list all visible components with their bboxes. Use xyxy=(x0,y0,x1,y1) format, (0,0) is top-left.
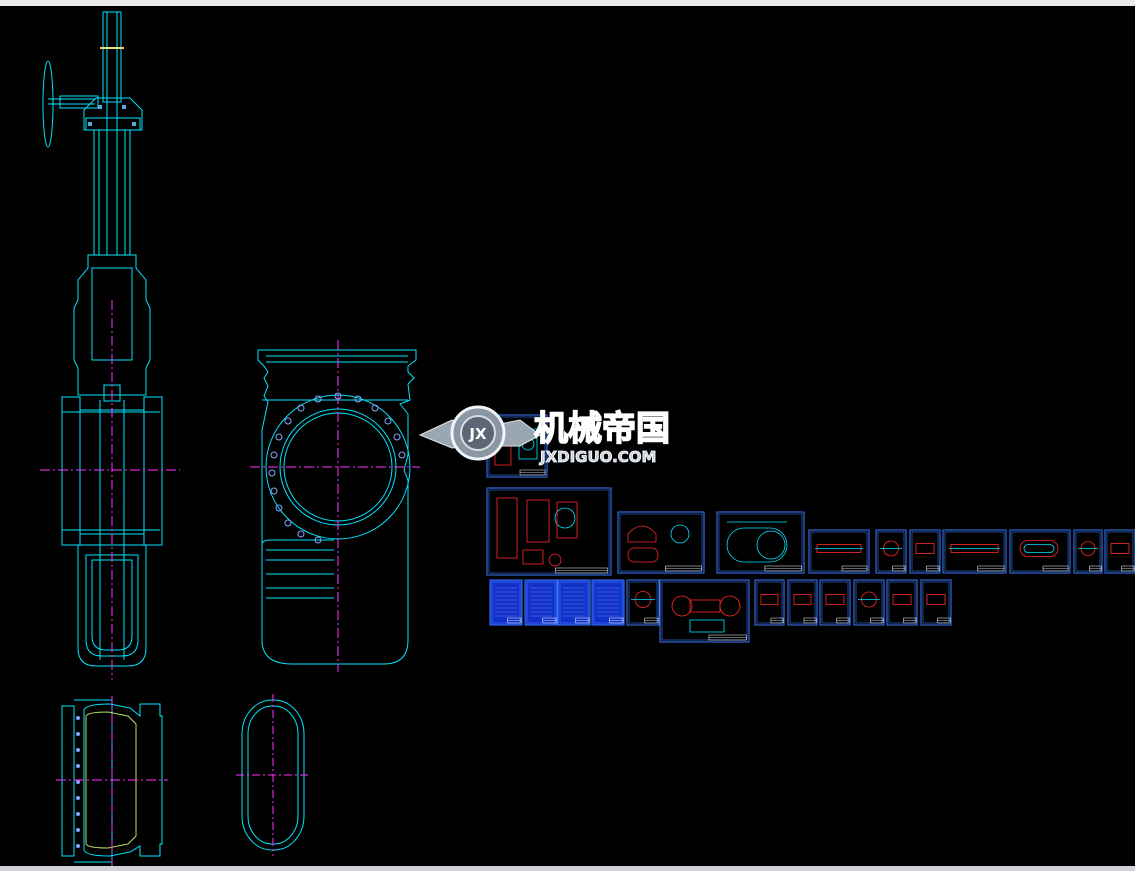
drawing-sheet-thumbnail[interactable] xyxy=(591,579,625,626)
sheet-title-block xyxy=(841,565,868,572)
sheet-title-block xyxy=(803,617,817,624)
sheet-detail-drawing xyxy=(815,544,863,553)
drawing-sheet-thumbnail[interactable] xyxy=(754,579,785,626)
sheet-detail-drawing xyxy=(949,544,1000,553)
drawing-sheet-thumbnail[interactable] xyxy=(716,511,805,574)
side-view[interactable] xyxy=(257,349,417,665)
watermark-logo-letters: JX xyxy=(468,425,487,443)
drawing-sheet-thumbnail[interactable] xyxy=(875,529,907,574)
sheet-detail-drawing xyxy=(793,594,812,605)
sheet-title-block xyxy=(665,565,702,572)
sheet-detail-drawing xyxy=(858,591,880,608)
sheet-detail-drawing xyxy=(631,591,655,608)
sheet-detail-drawing xyxy=(597,587,619,617)
status-bar-strip xyxy=(0,866,1135,871)
sheet-detail-drawing xyxy=(892,594,912,605)
sheet-title-block xyxy=(542,617,557,624)
wing-gear-icon: JX xyxy=(418,405,541,461)
drawing-sheet-thumbnail[interactable] xyxy=(626,579,660,626)
sheet-title-block xyxy=(575,617,590,624)
sheet-detail-drawing xyxy=(760,594,779,605)
drawing-sheet-thumbnail[interactable] xyxy=(524,579,558,626)
sheet-title-block xyxy=(926,565,940,572)
handwheel-icon[interactable] xyxy=(42,60,99,148)
sheet-title-block xyxy=(937,617,951,624)
sheet-title-block xyxy=(764,565,802,572)
sheet-detail-drawing xyxy=(496,497,578,567)
drawing-sheet-thumbnail[interactable] xyxy=(659,579,750,643)
sheet-title-block xyxy=(507,617,522,624)
drawing-sheet-thumbnail[interactable] xyxy=(557,579,591,626)
sheet-title-block xyxy=(1121,565,1135,572)
drawing-sheet-thumbnail[interactable] xyxy=(787,579,818,626)
sheet-detail-drawing xyxy=(726,521,788,563)
watermark-site: JXDIGUO.COM xyxy=(539,448,656,466)
drawing-sheet-thumbnail[interactable] xyxy=(920,579,952,626)
drawing-sheet-thumbnail[interactable] xyxy=(853,579,885,626)
sheet-title-block xyxy=(977,565,1005,572)
sheet-title-block xyxy=(708,634,747,641)
sheet-detail-drawing xyxy=(627,524,690,563)
sheet-title-block xyxy=(1042,565,1069,572)
drawing-sheet-thumbnail[interactable] xyxy=(1104,529,1135,574)
sheet-detail-drawing xyxy=(825,594,845,605)
sheet-title-block xyxy=(836,617,850,624)
drawing-sheet-thumbnail[interactable] xyxy=(1073,529,1103,574)
sheet-detail-drawing xyxy=(915,543,935,554)
cad-drawing[interactable]: JX 机械帝国 JXDIGUO.COM xyxy=(0,6,1135,866)
sheet-title-block xyxy=(554,567,608,574)
drawing-canvas[interactable]: JX 机械帝国 JXDIGUO.COM xyxy=(0,6,1135,866)
sheet-detail-drawing xyxy=(530,587,552,617)
sheet-title-block xyxy=(770,617,784,624)
drawing-sheet-thumbnail[interactable] xyxy=(909,529,941,574)
drawing-sheet-thumbnail[interactable] xyxy=(617,511,705,574)
sheet-detail-drawing xyxy=(671,595,741,633)
drawing-sheets-group[interactable] xyxy=(486,414,1135,643)
sheet-detail-drawing xyxy=(495,587,517,617)
watermark-title: 机械帝国 xyxy=(534,409,670,449)
sheet-title-block xyxy=(644,617,659,624)
title-bar-strip xyxy=(0,0,1135,6)
sheet-title-block xyxy=(892,565,906,572)
sheet-detail-drawing xyxy=(1078,541,1098,556)
sheet-detail-drawing xyxy=(1019,540,1059,557)
sheet-detail-drawing xyxy=(926,594,946,605)
sheet-title-block xyxy=(609,617,624,624)
watermark-logo: JX 机械帝国 JXDIGUO.COM xyxy=(418,405,671,466)
drawing-sheet-thumbnail[interactable] xyxy=(942,529,1007,574)
drawing-sheet-thumbnail[interactable] xyxy=(489,579,523,626)
drawing-sheet-thumbnail[interactable] xyxy=(1009,529,1071,574)
drawing-sheet-thumbnail[interactable] xyxy=(486,487,612,576)
drawing-sheet-thumbnail[interactable] xyxy=(886,579,918,626)
bolt-circle xyxy=(268,392,406,544)
sheet-detail-drawing xyxy=(563,587,585,617)
sheet-detail-drawing xyxy=(1110,543,1130,554)
sheet-title-block xyxy=(903,617,917,624)
front-section-view[interactable] xyxy=(42,11,163,667)
sheet-title-block xyxy=(519,469,546,476)
drawing-sheet-thumbnail[interactable] xyxy=(819,579,851,626)
drawing-sheet-thumbnail[interactable] xyxy=(808,529,870,574)
sheet-title-block xyxy=(870,617,884,624)
sheet-detail-drawing xyxy=(880,540,902,557)
sheet-title-block xyxy=(1089,565,1102,572)
